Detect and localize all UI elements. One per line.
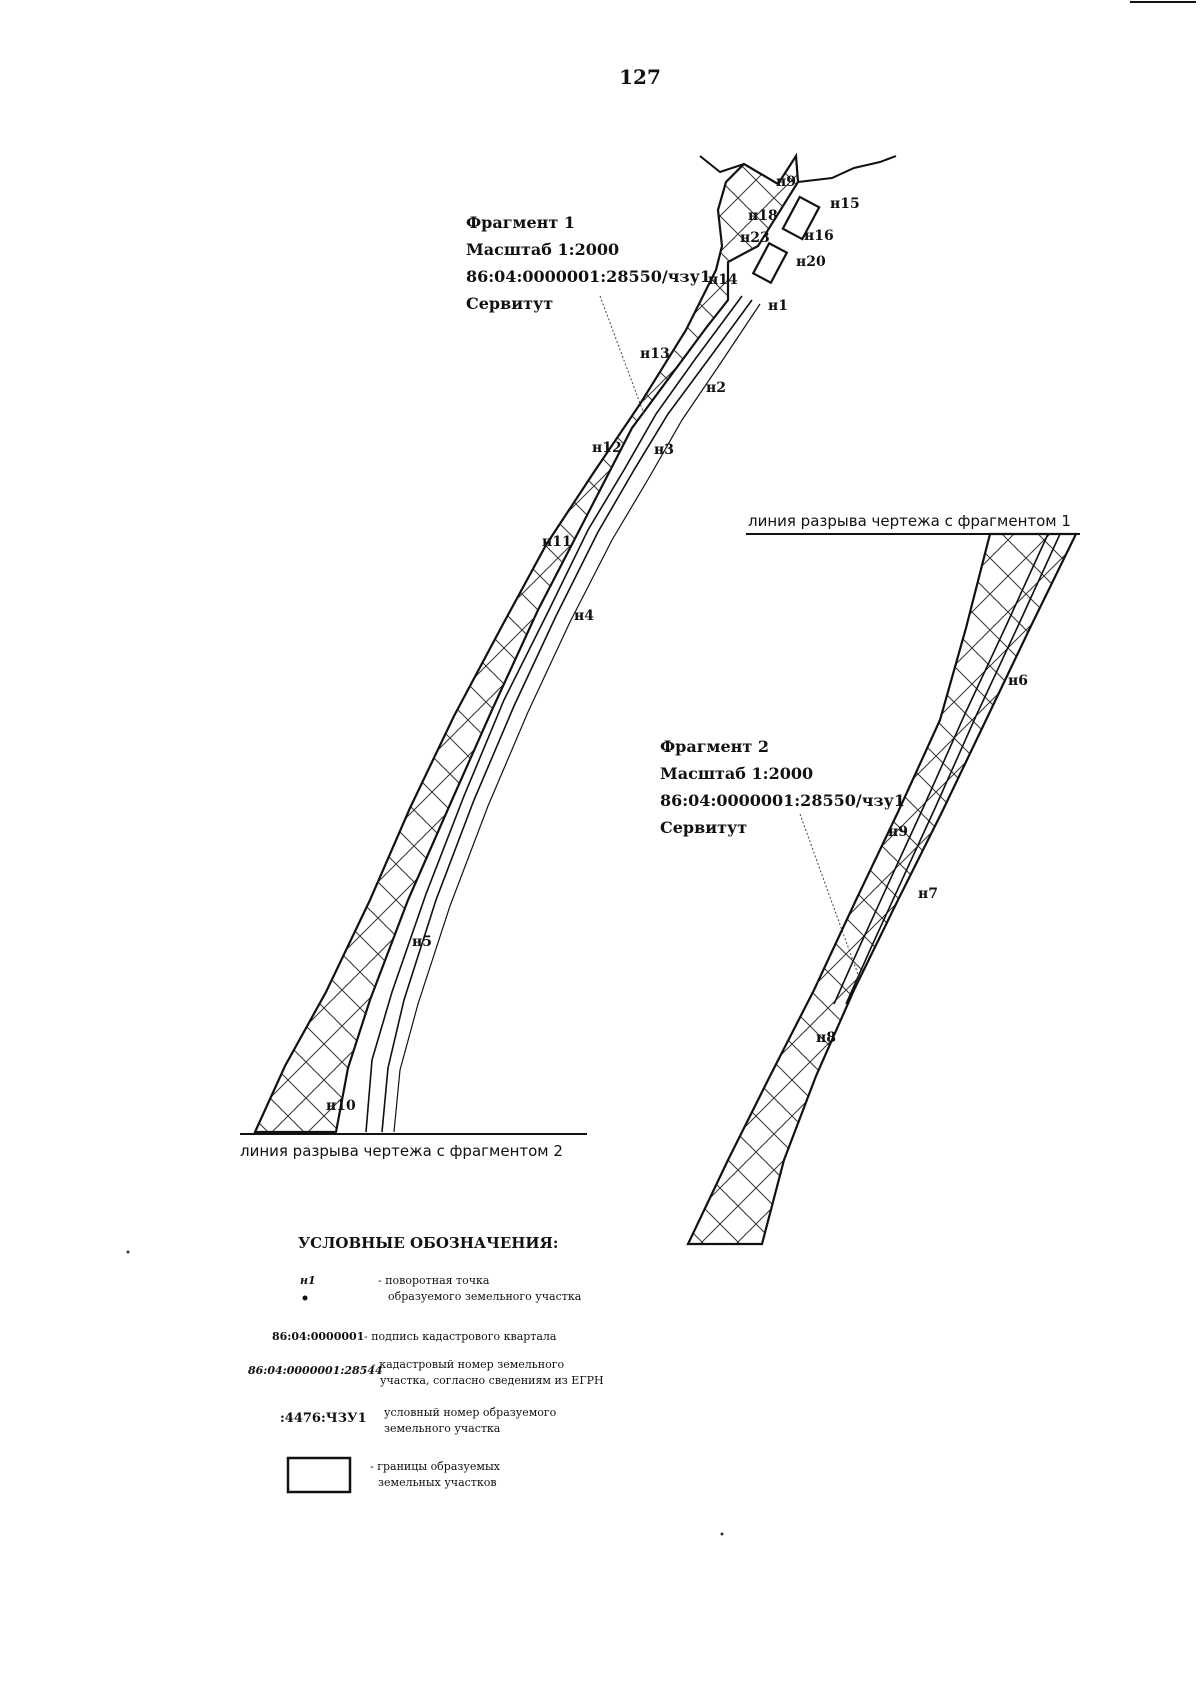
point-label-n18: н18	[748, 208, 778, 224]
break-line-label-fragment2: линия разрыва чертежа с фрагментом 2	[240, 1142, 563, 1160]
point-label-n11: н11	[542, 534, 572, 550]
fragment2-drawing	[686, 532, 1080, 1246]
legend-conditional-text1: условный номер образуемого	[384, 1406, 557, 1419]
scan-speck-2	[720, 1532, 724, 1536]
legend-conditional-key: :4476:ЧЗУ1	[280, 1411, 367, 1426]
fragment1-adjacent-boundary	[699, 155, 745, 174]
point-label-n8: н8	[816, 1030, 836, 1046]
break-line-label-fragment1: линия разрыва чертежа с фрагментом 1	[748, 512, 1071, 530]
legend-parcel-text2: участка, согласно сведениям из ЕГРН	[380, 1374, 604, 1387]
point-label-n7: н7	[918, 886, 938, 902]
point-label-n20: н20	[796, 254, 826, 270]
point-label-n3: н3	[654, 442, 674, 458]
point-label-n23: н23	[740, 230, 770, 246]
fragment2-scale: Масштаб 1:2000	[660, 764, 813, 783]
fragment2-cadastral: 86:04:0000001:28550/чзу1	[660, 791, 905, 810]
building-rect-2	[751, 241, 789, 285]
point-label-n14: н14	[708, 272, 738, 288]
legend-parcel-text1: - кадастровый номер земельного	[372, 1358, 564, 1371]
point-label-n12: н12	[592, 440, 622, 456]
scan-speck-1	[126, 1250, 130, 1254]
fragment1-servitude-area	[253, 152, 800, 1134]
legend-point-symbol	[302, 1295, 308, 1301]
fragment1-cadastral: 86:04:0000001:28550/чзу1	[466, 267, 711, 286]
legend-conditional-text2: земельного участка	[384, 1422, 501, 1435]
fragment2-title: Фрагмент 2	[660, 737, 769, 756]
fragment2-servitude-area	[686, 532, 1078, 1246]
building-rect-1	[781, 195, 821, 241]
point-label-n4: н4	[574, 608, 594, 624]
legend-parcel-key: 86:04:0000001:28544	[248, 1364, 383, 1377]
point-label-n9: н9	[888, 824, 908, 840]
legend-boundary-text1: - границы образуемых	[370, 1460, 501, 1473]
legend-quarter-key: 86:04:0000001	[272, 1330, 364, 1343]
point-label-n6: н6	[1008, 673, 1028, 689]
fragment1-road-line-2	[365, 295, 743, 1133]
fragment2-road-line-1	[845, 533, 1061, 1005]
point-label-n5: н5	[412, 934, 432, 950]
fragment1-scale: Масштаб 1:2000	[466, 240, 619, 259]
point-label-n19: н9	[776, 174, 796, 190]
fragment1-drawing	[240, 152, 897, 1135]
legend-boundary-symbol	[286, 1456, 352, 1494]
fragment1-label-leader	[599, 295, 645, 415]
legend-title: УСЛОВНЫЕ ОБОЗНАЧЕНИЯ:	[298, 1234, 558, 1252]
legend-point-text2: образуемого земельного участка	[388, 1290, 582, 1303]
point-label-n1: н1	[768, 298, 788, 314]
fragment2-road-line-2	[833, 533, 1049, 1005]
fragment1-adjacent-boundary-right	[797, 155, 897, 183]
fragment2-label-leader	[799, 813, 861, 981]
legend-boundary-text2: земельных участков	[378, 1476, 497, 1489]
point-label-n15: н15	[830, 196, 860, 212]
fragment1-road-line-3	[393, 303, 761, 1133]
legend-point-text1: - поворотная точка	[378, 1274, 490, 1287]
fragment1-road-line-1	[381, 299, 753, 1133]
legend: УСЛОВНЫЕ ОБОЗНАЧЕНИЯ: н1 - поворотная то…	[248, 1234, 604, 1494]
point-label-n16: н16	[804, 228, 834, 244]
point-label-n2: н2	[706, 380, 726, 396]
point-label-n10: н10	[326, 1098, 356, 1114]
point-label-n13: н13	[640, 346, 670, 362]
legend-quarter-text1: - подпись кадастрового квартала	[364, 1330, 557, 1343]
fragment2-type: Сервитут	[660, 818, 747, 837]
fragment1-type: Сервитут	[466, 294, 553, 313]
page-number: 127	[619, 65, 661, 89]
legend-point-key: н1	[300, 1274, 316, 1287]
fragment1-title: Фрагмент 1	[466, 213, 575, 232]
